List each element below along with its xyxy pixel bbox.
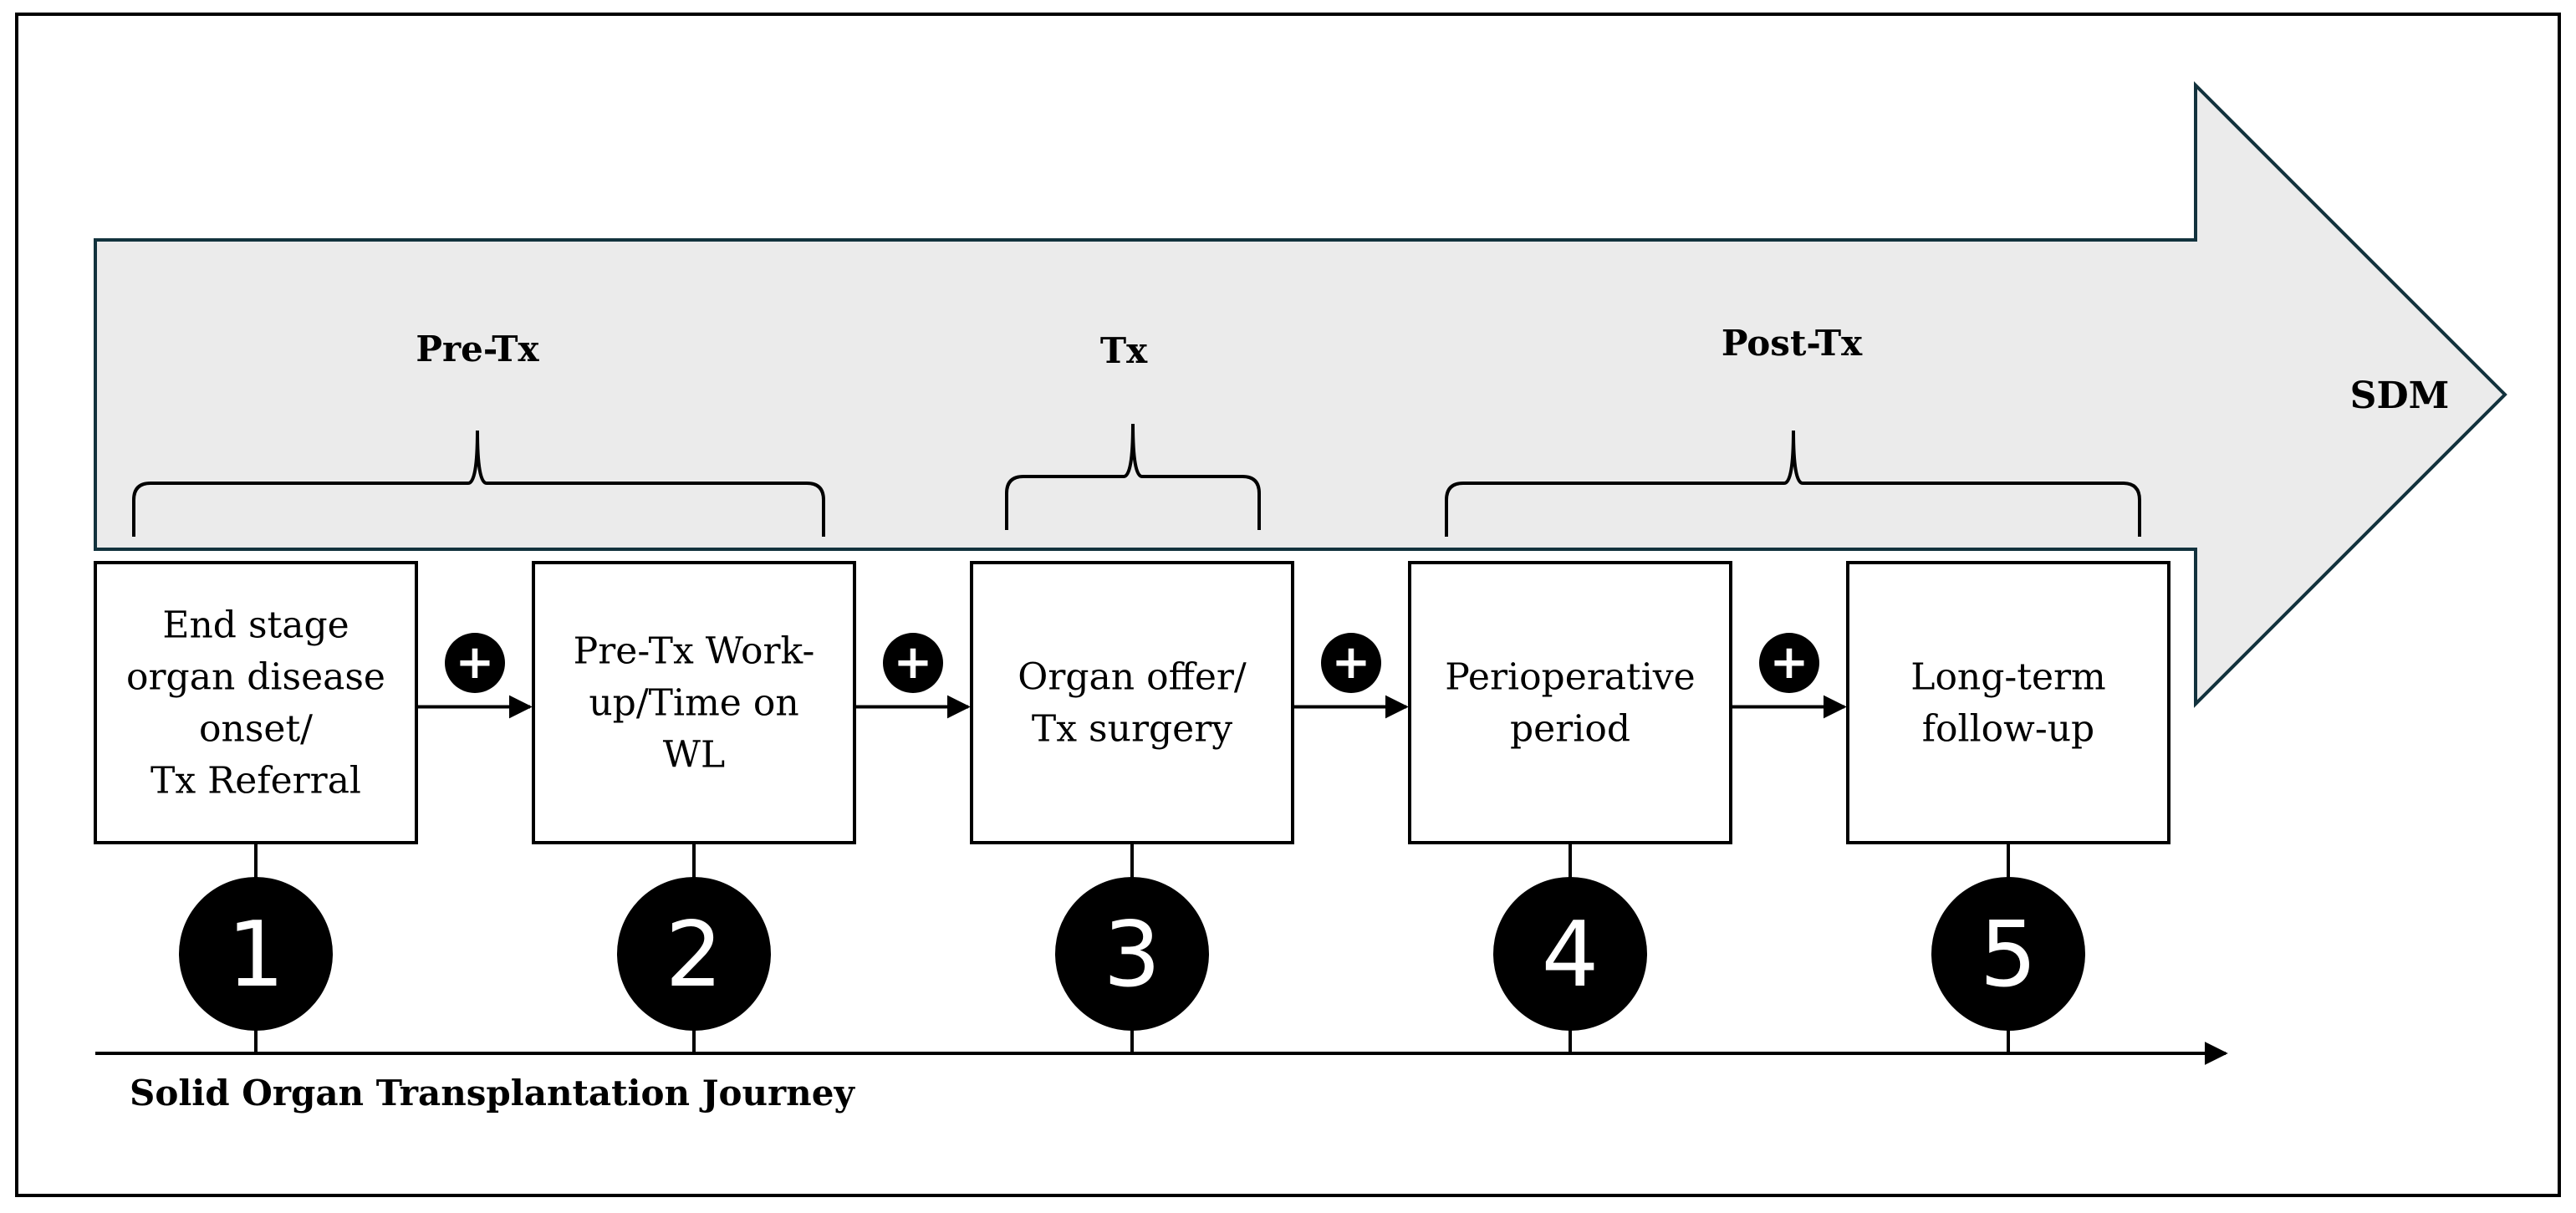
timeline-label: Solid Organ Transplantation Journey: [130, 1073, 855, 1114]
brace-tx: [1005, 423, 1261, 530]
journey-steps: End stage organ disease onset/Tx Referral 1…: [94, 561, 2170, 1054]
step-1-label-line: onset/: [199, 708, 313, 751]
sdm-label: SDM: [2350, 375, 2450, 417]
plus-symbol: +: [1770, 635, 1809, 690]
step-1-number-icon: [179, 877, 333, 1031]
step-5-box: [1846, 561, 2170, 844]
step-2-label-line: up/Time on: [589, 682, 798, 725]
step-1-label-line: organ disease: [126, 656, 385, 699]
step-4-number-icon: [1493, 877, 1647, 1031]
plus-circle-icon: [883, 633, 943, 693]
brace-post-tx: [1445, 430, 2141, 537]
plus-symbol: +: [894, 635, 933, 690]
plus-circle-icon: [1321, 633, 1381, 693]
step-1-number: 1: [227, 903, 285, 1007]
plus-circle-icon: [445, 633, 505, 693]
step-3-label-line: Tx surgery: [1032, 708, 1232, 751]
plus-circle-icon: [1759, 633, 1819, 693]
step-4-label-line: Perioperative: [1445, 656, 1695, 699]
step-4-box: [1408, 561, 1732, 844]
step-2-number: 2: [666, 903, 723, 1007]
step-5-number-icon: [1931, 877, 2085, 1031]
step-4-label-line: period: [1510, 708, 1630, 751]
brace-pre-tx: [132, 430, 825, 537]
step-1-label-line: End stage: [162, 604, 349, 647]
phase-label-tx: Tx: [1100, 330, 1148, 371]
step-2-label-line: Pre-Tx Work-: [574, 630, 815, 673]
step-3-number: 3: [1104, 903, 1161, 1007]
plus-symbol: +: [456, 635, 495, 690]
step-3-number-icon: [1055, 877, 1209, 1031]
plus-symbol: +: [1332, 635, 1371, 690]
phase-label-post-tx: Post-Tx: [1722, 323, 1863, 364]
step-4-number: 4: [1542, 903, 1599, 1007]
step-1-box: [94, 561, 418, 844]
step-3-label-line: Organ offer/: [1018, 656, 1247, 699]
step-5-label-line: Long-term: [1910, 656, 2106, 699]
phase-label-pre-tx: Pre-Tx: [416, 329, 539, 370]
sdm-arrow: [94, 81, 2507, 708]
step-3-box: [970, 561, 1294, 844]
step-2-box: [532, 561, 856, 844]
step-5-number: 5: [1980, 903, 2038, 1007]
outer-frame: [15, 13, 2561, 1197]
step-5-label-line: follow-up: [1922, 708, 2094, 751]
step-2-number-icon: [617, 877, 771, 1031]
step-2-label-line: WL: [663, 734, 725, 777]
step-1-label-line: Tx Referral: [150, 760, 361, 803]
